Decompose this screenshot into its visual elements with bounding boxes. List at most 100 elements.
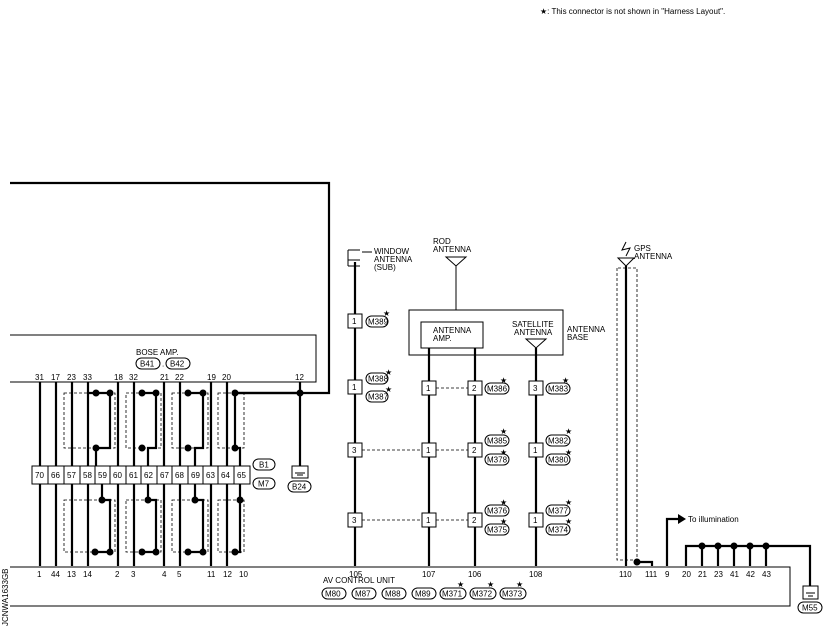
svg-text:106: 106 (468, 570, 482, 579)
svg-text:43: 43 (762, 570, 771, 579)
svg-text:69: 69 (191, 471, 200, 480)
svg-text:.: . (162, 360, 164, 369)
svg-text:SATELLITE: SATELLITE (512, 320, 554, 329)
svg-text:★: ★ (565, 448, 572, 457)
svg-text:★: ★ (500, 498, 507, 507)
svg-text:GPS: GPS (634, 244, 651, 253)
svg-text:M378: M378 (487, 456, 508, 465)
svg-text:3: 3 (352, 516, 357, 525)
svg-text:1: 1 (533, 516, 538, 525)
svg-text:21: 21 (160, 373, 169, 382)
svg-text:M388: M388 (368, 375, 389, 384)
svg-text:WINDOW: WINDOW (374, 247, 410, 256)
svg-text:ROD: ROD (433, 237, 451, 246)
svg-text:★: ★ (500, 448, 507, 457)
rod-antenna: ROD ANTENNA (433, 237, 472, 310)
rod-inline-connectors: 2 M386 ★ 2 M385 M378 ★ ★ 2 M376 M375 ★ ★ (467, 376, 510, 536)
splice-dots (91, 389, 304, 556)
svg-text:67: 67 (160, 471, 169, 480)
svg-text:13: 13 (67, 570, 76, 579)
svg-text:44: 44 (51, 570, 60, 579)
svg-text:To illumination: To illumination (688, 515, 739, 524)
svg-text:BASE: BASE (567, 333, 588, 342)
junction-connectors: B1 M7 (252, 458, 276, 490)
svg-text:1: 1 (426, 384, 431, 393)
svg-text:68: 68 (175, 471, 184, 480)
svg-text:2: 2 (472, 446, 477, 455)
svg-text:41: 41 (730, 570, 739, 579)
svg-text:★: ★ (500, 517, 507, 526)
svg-text:★: ★ (383, 309, 390, 318)
svg-text:58: 58 (83, 471, 92, 480)
svg-text:★: ★ (565, 427, 572, 436)
svg-text:2: 2 (472, 384, 477, 393)
svg-text:1: 1 (426, 516, 431, 525)
svg-text:ANTENNA: ANTENNA (433, 326, 472, 335)
svg-text:42: 42 (746, 570, 755, 579)
svg-text:33: 33 (83, 373, 92, 382)
svg-text:61: 61 (129, 471, 138, 480)
svg-text:66: 66 (51, 471, 60, 480)
svg-text:M373: M373 (502, 590, 523, 599)
svg-text:★: ★ (385, 385, 392, 394)
svg-text:2: 2 (472, 516, 477, 525)
svg-text:3: 3 (352, 446, 357, 455)
svg-text:★: ★ (385, 368, 392, 377)
svg-text:19: 19 (207, 373, 216, 382)
svg-text:105: 105 (349, 570, 363, 579)
svg-text:21: 21 (698, 570, 707, 579)
bose-amp-label: BOSE AMP. (136, 348, 179, 357)
svg-text:3: 3 (533, 384, 538, 393)
ground-bus: M55 (684, 542, 823, 614)
svg-text:M375: M375 (487, 526, 508, 535)
connector-b1: B1 (259, 461, 269, 470)
av-unit-connectors: M80 M87 M88 M89 M371 ★ M372 ★ M373 ★ (321, 580, 527, 600)
antenna-base: ANTENNA BASE ANTENNA AMP. SATELLITE ANTE… (408, 309, 606, 356)
svg-text:32: 32 (129, 373, 138, 382)
svg-text:M377: M377 (548, 507, 569, 516)
harness-note: ★: This connector is not shown in "Harne… (540, 7, 725, 16)
connector-b42: B42 (170, 360, 185, 369)
svg-text:M374: M374 (548, 526, 569, 535)
svg-text:M386: M386 (487, 385, 508, 394)
svg-text:(SUB): (SUB) (374, 263, 396, 272)
svg-text:M87: M87 (355, 590, 371, 599)
svg-text:ANTENNA: ANTENNA (433, 245, 472, 254)
svg-text:64: 64 (221, 471, 230, 480)
svg-text:60: 60 (113, 471, 122, 480)
svg-text:59: 59 (98, 471, 107, 480)
svg-text:★: ★ (562, 376, 569, 385)
svg-text:11: 11 (207, 570, 216, 579)
svg-text:B24: B24 (292, 483, 307, 492)
svg-text:M371: M371 (442, 590, 463, 599)
svg-text:M372: M372 (472, 590, 493, 599)
svg-text:★: ★ (500, 376, 507, 385)
bose-amp-pin-labels: 31 17 23 33 18 32 21 22 19 20 12 (35, 373, 304, 382)
svg-text:111: 111 (645, 570, 658, 579)
svg-text:108: 108 (529, 570, 543, 579)
svg-text:ANTENNA: ANTENNA (567, 325, 606, 334)
svg-text:70: 70 (35, 471, 44, 480)
svg-text:31: 31 (35, 373, 44, 382)
svg-text:1: 1 (352, 317, 357, 326)
svg-text:20: 20 (222, 373, 231, 382)
svg-text:M89: M89 (415, 590, 431, 599)
svg-text:1: 1 (352, 383, 357, 392)
svg-text:ANTENNA: ANTENNA (634, 252, 673, 261)
svg-text:M80: M80 (325, 590, 341, 599)
svg-text:57: 57 (67, 471, 76, 480)
av-unit-pin-labels: 1 44 13 14 2 3 4 5 11 12 10 105 107 106 … (37, 570, 771, 579)
svg-text:M383: M383 (548, 385, 569, 394)
svg-text:14: 14 (83, 570, 92, 579)
svg-text:★: ★ (565, 517, 572, 526)
svg-text:20: 20 (682, 570, 691, 579)
svg-text:12: 12 (295, 373, 304, 382)
shield-lines (63, 392, 245, 553)
svg-text:★: ★ (487, 580, 494, 589)
svg-text:AMP.: AMP. (433, 334, 452, 343)
svg-text:M385: M385 (487, 437, 508, 446)
av-control-unit-label: AV CONTROL UNIT (323, 576, 395, 585)
svg-text:M376: M376 (487, 507, 508, 516)
antenna-shields (362, 387, 468, 521)
